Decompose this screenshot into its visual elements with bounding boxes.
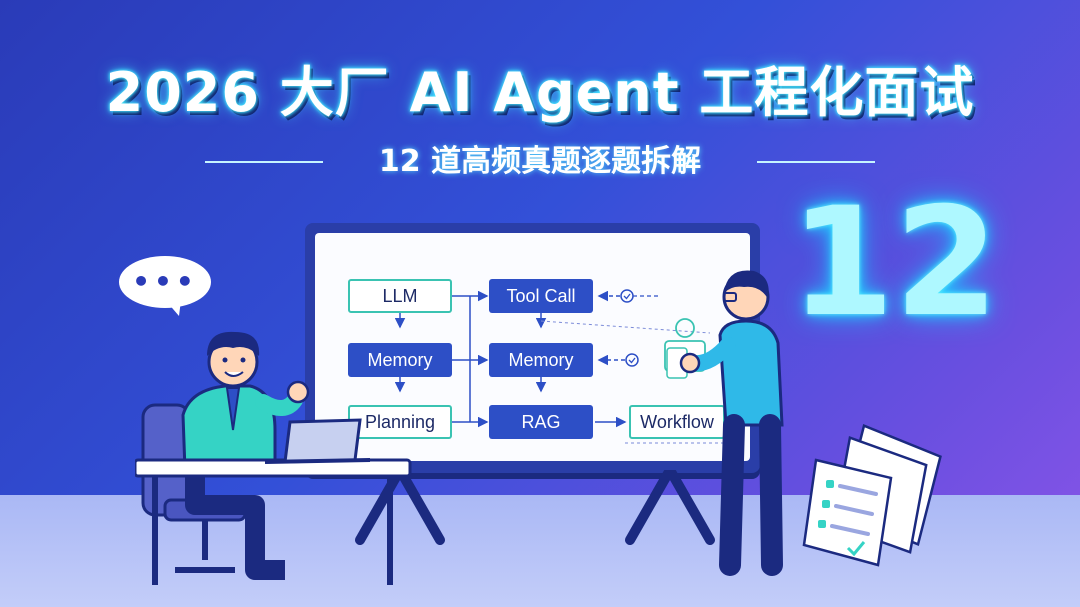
- subtitle-line-right: [757, 161, 875, 163]
- whiteboard-surface: LLM Memory Planning Tool Call Memory RAG…: [315, 233, 750, 461]
- speech-bubble-icon: [119, 256, 211, 316]
- node-llm: LLM: [348, 279, 452, 313]
- subtitle-row: 12 道高频真题逐题拆解: [0, 142, 1080, 182]
- whiteboard: LLM Memory Planning Tool Call Memory RAG…: [305, 223, 760, 473]
- document-stack-icon: [802, 423, 942, 567]
- node-tool-call: Tool Call: [489, 279, 593, 313]
- speech-bubble-dots: •••: [132, 265, 198, 298]
- node-memory-middle: Memory: [489, 343, 593, 377]
- node-workflow: Workflow: [629, 405, 725, 439]
- subtitle-line-left: [205, 161, 323, 163]
- candidate-illustration: [135, 331, 412, 585]
- node-memory-left: Memory: [348, 343, 452, 377]
- node-planning: Planning: [348, 405, 452, 439]
- node-rag: RAG: [489, 405, 593, 439]
- speech-bubble: •••: [117, 254, 213, 316]
- page-title: 2026 大厂 AI Agent 工程化面试: [105, 61, 975, 124]
- page-subtitle: 12 道高频真题逐题拆解: [378, 144, 702, 179]
- interviewer-illustration: [679, 270, 784, 576]
- whiteboard-stand: [355, 470, 715, 545]
- big-number-badge: 12: [790, 176, 999, 350]
